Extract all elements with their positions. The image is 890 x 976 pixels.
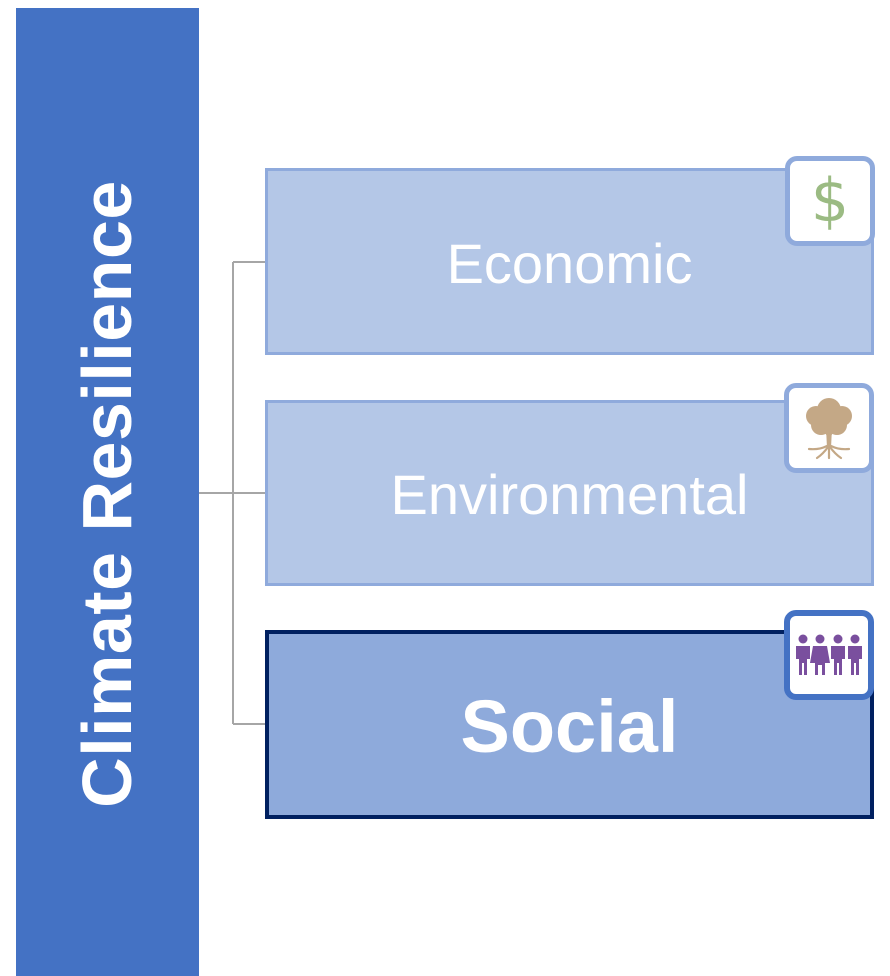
branch-label-social: Social: [460, 684, 679, 768]
branch-label-environmental: Environmental: [390, 463, 749, 526]
branch-label-economic: Economic: [446, 231, 693, 295]
tree-icon-badge: [784, 383, 874, 473]
dollar-icon-badge: $: [785, 156, 875, 246]
tree-icon: [806, 398, 852, 460]
branch-economic: Economic: [265, 168, 874, 355]
dollar-icon: $: [810, 166, 850, 236]
branch-social: Social: [265, 630, 874, 819]
root-bar: [16, 8, 199, 976]
people-icon: [796, 634, 862, 675]
people-icon-badge: [784, 610, 874, 700]
branch-environmental: Environmental: [265, 400, 874, 586]
